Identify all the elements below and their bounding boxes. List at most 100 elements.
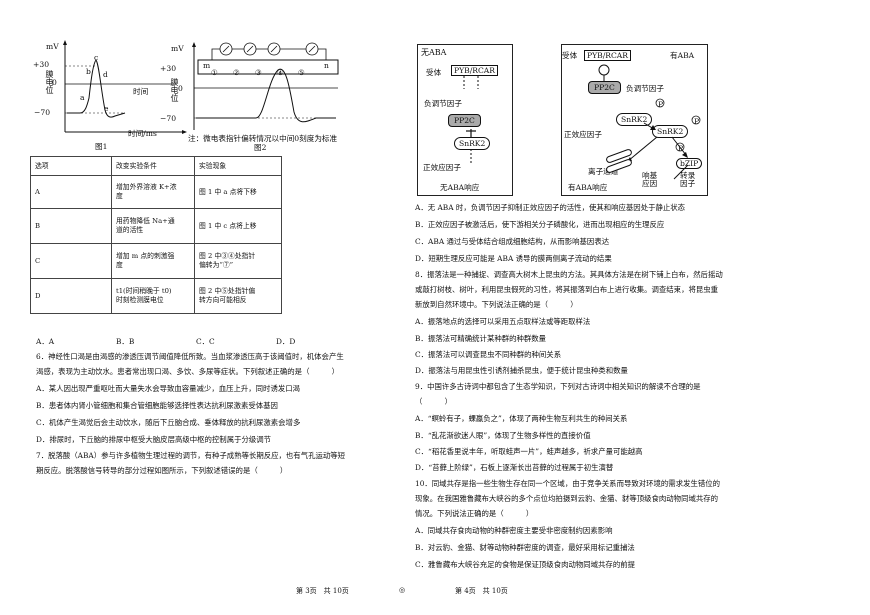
q8-stem-line1: 8．振落法是一种捕捉、调查高大树木上昆虫的方法。其具体方法是在树下铺上白布，然后…	[415, 270, 723, 279]
table-cell-result: 图 1 中 a 点将下移	[194, 175, 282, 209]
snrk2-oval-2: SnRK2	[652, 125, 689, 138]
table-cell-condition: 用药物降低 Na+通 道的活性	[111, 208, 195, 244]
bzip-oval: bZIP	[676, 158, 703, 169]
q7-option-b[interactable]: B．正效应因子被激活后，使下游相关分子磷酸化，进而出现相应的生理反应	[415, 220, 665, 229]
table-cell-result: 图 2 中⑤处指针偏 转方向可能相反	[194, 278, 282, 314]
q10-option-b[interactable]: B．对云豹、金猫、豺等动物种群密度的调查，最好采用标记重捕法	[415, 543, 635, 552]
diagram-no-aba: 无ABA 受体 PYB/RCAR 负调节因子 PP2C SnRK2 正效应因子 …	[417, 44, 513, 196]
diagram-with-aba-arrows	[598, 64, 701, 180]
q7-stem-line2: 期反应。脱落酸信号转导的部分过程如图所示，下列叙述错误的是（ ）	[36, 466, 288, 475]
fig1-point-a: a	[80, 93, 85, 102]
no-aba-response-label: 无ABA响应	[440, 183, 480, 192]
fig2-node-n: n	[324, 61, 329, 70]
answer-choice-a[interactable]: A．A	[36, 337, 55, 346]
fig2-circle-5: ⑤	[298, 68, 305, 77]
pyb-rcar-box-aba: PYB/RCAR	[584, 50, 631, 61]
q6-option-b[interactable]: B．患者体内肾小管细胞和集合管细胞能够选择性表达抗利尿激素受体基因	[36, 401, 278, 410]
page-number-4: 第 4页 共 10页	[455, 587, 508, 595]
receptor-label-aba: 受体	[562, 51, 578, 60]
q8-stem-line3: 新放到自然环境中。下列说法正确的是（ ）	[415, 300, 578, 309]
q6-stem-line1: 6．神经性口渴是由渴感的渗透压调节阈值降低所致。当血浆渗透压高于该阈值时，机体会…	[36, 352, 344, 361]
table-cell-option: C	[30, 243, 112, 279]
q10-stem-line3: 情况。下列说法正确的是（ ）	[415, 509, 534, 518]
fig2-graph	[192, 42, 339, 130]
table-header: 选项	[30, 156, 112, 176]
fig2-circle-4: ④	[277, 68, 284, 77]
fig2-tick-plus30: +30	[160, 64, 177, 73]
positive-effector-label-aba: 正效应因子	[564, 130, 602, 139]
table-header: 改变实验条件	[111, 156, 195, 176]
negative-regulator-label-aba: 负调节因子	[626, 84, 664, 93]
q6-stem-line2: 渴感，表现为主动饮水。患者常出现口渴、多饮、多尿等症状。下列叙述正确的是（ ）	[36, 367, 340, 376]
fig1-point-e: e	[104, 104, 109, 113]
answer-choice-c[interactable]: C．C	[196, 337, 215, 346]
pyb-rcar-box: PYB/RCAR	[451, 65, 498, 76]
diagram-no-aba-title: 无ABA	[421, 48, 447, 57]
positive-effector-label: 正效应因子	[423, 163, 461, 172]
page-4: 无ABA 受体 PYB/RCAR 负调节因子 PP2C SnRK2 正效应因子 …	[405, 0, 870, 600]
table-row: C 增加 m 点的刺激强 度 图 2 中③④处指针 偏转为“⑦”	[30, 243, 282, 279]
negative-regulator-label: 负调节因子	[424, 99, 462, 108]
phospho-p-1: P	[658, 100, 664, 109]
answer-choice-b[interactable]: B．B	[116, 337, 135, 346]
options-table: 选项 改变实验条件 实验现象 A 增加外界溶液 K+浓 度 图 1 中 a 点将…	[30, 156, 282, 314]
diagram-with-aba-title: 有ABA	[670, 51, 695, 60]
fig2-note: 注：微电表指针偏转情况以中间0刻度为标准	[188, 134, 338, 143]
q7-option-a[interactable]: A．无 ABA 时，负调节因子抑制正效应因子的活性，使其和响应基因处于静止状态	[415, 203, 686, 212]
q9-option-a[interactable]: A．“螟蛉有子，蜾蠃负之”，体现了两种生物互利共生的种间关系	[415, 414, 628, 423]
q9-option-c[interactable]: C．“稻花香里说丰年，听取蛙声一片”，蛙声越多，祈求产量可能越高	[415, 447, 643, 456]
fig2-unit: mV	[171, 44, 184, 53]
q6-option-c[interactable]: C．机体产生渴觉后会主动饮水，随后下丘脑合成、垂体释放的抗利尿激素会增多	[36, 418, 301, 427]
fig2-circle-1: ①	[211, 68, 218, 77]
q9-stem-line1: 9．中国许多古诗词中都包含了生态学知识，下列对古诗词中相关知识的解读不合理的是	[415, 382, 701, 391]
q8-option-a[interactable]: A．振落地点的选择可以采用五点取样法或等距取样法	[415, 317, 591, 326]
q7-option-d[interactable]: D．短期生理反应可能是 ABA 诱导的膜两侧离子流动的结果	[415, 254, 612, 263]
answer-choice-d[interactable]: D．D	[276, 337, 296, 346]
binding-mark: ◎	[399, 586, 406, 594]
fig2-circle-2: ②	[233, 68, 240, 77]
fig1-tick-zero: 0	[52, 78, 57, 87]
q9-option-b[interactable]: B．“乱花渐欲迷人眼”，体现了生物多样性的直接价值	[415, 431, 591, 440]
q8-option-b[interactable]: B．振落法可精确统计某种群的种群数量	[415, 334, 547, 343]
fig2-ylabel: 膜电位	[170, 78, 179, 102]
snrk2-oval: SnRK2	[454, 137, 491, 150]
table-row: D t1(时间稍晚于 t0) 时刻检测膜电位 图 2 中⑤处指针偏 转方向可能相…	[30, 278, 282, 314]
phospho-p-2: P	[694, 117, 700, 126]
fig2-caption: 图2	[254, 143, 267, 152]
transcription-factor-label: 转录 因子	[680, 171, 696, 188]
table-cell-condition: t1(时间稍晚于 t0) 时刻检测膜电位	[111, 278, 195, 314]
fig2-tick-zero: 0	[178, 84, 183, 93]
q9-option-d[interactable]: D．“苔藓上阶绿”，石板上逐渐长出苔藓的过程属于初生演替	[415, 463, 614, 472]
table-cell-result: 图 1 中 c 点将上移	[194, 208, 282, 244]
fig1-point-d: d	[103, 70, 108, 79]
snrk2-oval-1: SnRK2	[616, 113, 653, 126]
q6-option-a[interactable]: A．某人因出现严重呕吐而大量失水会导致血容量减少，血压上升，同时诱发口渴	[36, 384, 301, 393]
q6-option-d[interactable]: D．排尿时，下丘脑的排尿中枢受大脑皮层高级中枢的控制属于分级调节	[36, 435, 272, 444]
receptor-label: 受体	[426, 68, 442, 77]
q10-option-a[interactable]: A．同域共存食肉动物的种群密度主要受非密度制约因素影响	[415, 526, 613, 535]
q10-stem-line1: 10．同域共存是指一些生物生存在同一个区域，由于竞争关系而导致对环境的需求发生错…	[415, 479, 721, 488]
table-header-row: 选项 改变实验条件 实验现象	[30, 156, 282, 176]
q7-option-c[interactable]: C．ABA 通过与受体结合组成细胞结构，从而影响基因表达	[415, 237, 610, 246]
table-cell-condition: 增加 m 点的刺激强 度	[111, 243, 195, 279]
response-gene-label: 响基 应因	[642, 171, 658, 188]
fig1-caption: 图1	[95, 142, 108, 151]
table-cell-option: A	[30, 175, 112, 209]
fig1-ylabel: 膜电位	[45, 70, 54, 94]
aba-response-label: 有ABA响应	[568, 183, 608, 192]
fig1-xlabel: 时间	[133, 87, 149, 96]
q8-option-c[interactable]: C．振落法可以调查昆虫不同种群的种间关系	[415, 350, 562, 359]
fig1-point-c: c	[94, 53, 99, 62]
pp2c-shape: PP2C	[448, 114, 481, 127]
table-header: 实验现象	[194, 156, 282, 176]
ion-channel-label: 离子通道	[588, 167, 619, 176]
fig1-xaxis-label: 时间/ms	[128, 129, 157, 138]
page-3: mV +30 0 −70 膜电位 时间 时间/ms a b c d e 图1 m…	[0, 0, 405, 600]
q10-stem-line2: 现象。在我国雅鲁藏布大峡谷的多个点位均拍摄到云豹、金猫、豺等顶级食肉动物同域共存…	[415, 494, 719, 503]
fig1-point-b: b	[86, 67, 91, 76]
table-row: A 增加外界溶液 K+浓 度 图 1 中 a 点将下移	[30, 175, 282, 209]
table-cell-option: B	[30, 208, 112, 244]
q8-option-d[interactable]: D．振落法与用昆虫性引诱剂捕杀昆虫，便于统计昆虫种类和数量	[415, 366, 628, 375]
q7-stem-line1: 7．脱落酸（ABA）参与许多植物生理过程的调节，有种子成熟等长期反应，也有气孔运…	[36, 451, 346, 460]
q10-option-c[interactable]: C．雅鲁藏布大峡谷充足的食物是保证顶级食肉动物同域共存的前提	[415, 560, 635, 569]
